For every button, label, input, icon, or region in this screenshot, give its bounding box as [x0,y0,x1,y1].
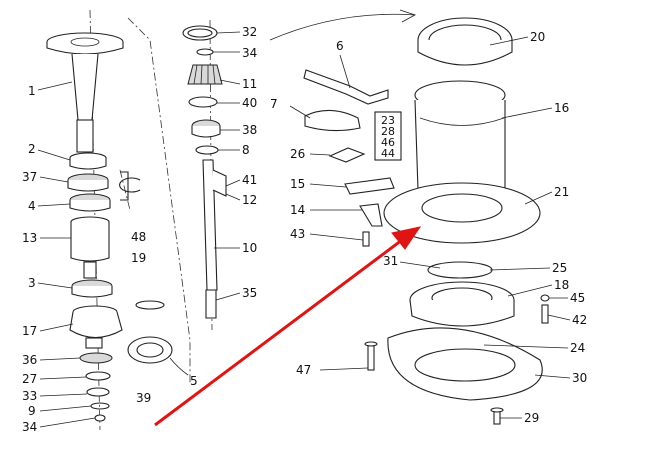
part-40-washer [188,96,218,108]
label-16: 16 [554,101,569,115]
part-38-bearing [191,119,221,138]
part-43-bolt [362,231,370,247]
part-37-bearing [67,173,109,192]
bracket-guide-2 [119,169,131,211]
part-1-cone-housing [46,32,124,153]
label-8: 8 [242,143,250,157]
leader-lines [37,31,571,428]
part-20-top-cap [417,17,513,66]
label-20: 20 [530,30,545,44]
part-9-circlip [90,402,110,410]
flow-curve-head [399,9,417,23]
part-27-ring [85,371,111,381]
part-30-base-dish [387,327,543,401]
label-35: 35 [242,286,257,300]
label-28: 28 [381,125,395,138]
label-4: 4 [28,199,36,213]
label-25: 25 [552,261,567,275]
label-42: 42 [572,313,587,327]
label-9: 9 [28,404,36,418]
part-45-nut [540,294,550,302]
label-34-left: 34 [22,420,37,434]
part-33-ring [86,387,110,397]
label-36: 36 [22,353,37,367]
label-27: 27 [22,372,37,386]
label-3: 3 [28,276,36,290]
part-8-ring [195,145,219,155]
bracket-guide-1 [127,17,191,385]
part-48-clip [119,171,141,201]
part-15-bracket [344,177,395,195]
labels: 1 2 37 4 13 3 17 36 27 33 9 34 48 19 39 … [22,25,587,434]
part-47-bolt [364,341,378,371]
part-32-ring [182,25,218,41]
part-29-bolt [490,407,504,425]
label-24: 24 [570,341,585,355]
label-33: 33 [22,389,37,403]
label-31: 31 [383,254,398,268]
part-34-nut [94,414,106,422]
label-29: 29 [524,411,539,425]
label-1: 1 [28,84,36,98]
label-2: 2 [28,142,36,156]
label-44: 44 [381,147,395,160]
part-25-ring [427,261,493,279]
label-15: 15 [290,177,305,191]
label-32: 32 [242,25,257,39]
part-4-bearing [69,193,111,212]
part-10-shaft [202,159,227,291]
part-6-bracket [303,69,389,105]
part-17-hub [69,305,123,349]
part-36-bearing [79,352,113,364]
label-23: 23 [381,114,395,127]
label-13: 13 [22,231,37,245]
label-43: 43 [290,227,305,241]
part-21-disc [383,182,541,244]
part-18-hub [409,281,515,327]
part-13-sleeve [70,216,110,279]
label-10: 10 [242,241,257,255]
label-40: 40 [242,96,257,110]
part-11-bevel-gear [187,64,223,85]
label-34-center: 34 [242,46,257,60]
red-pointer-arrow [154,226,422,427]
label-17: 17 [22,324,37,338]
label-41: 41 [242,173,257,187]
flow-curve [269,13,416,41]
label-5: 5 [190,374,198,388]
label-18: 18 [554,278,569,292]
label-39: 39 [136,391,151,405]
part-14-clip [359,203,383,227]
part-26-plate [328,147,366,163]
label-21: 21 [554,185,569,199]
part-23-28-46-44-box [374,111,402,161]
part-39-washer [127,336,173,364]
label-38: 38 [242,123,257,137]
part-19-ring [135,300,165,310]
label-14: 14 [290,203,305,217]
label-46: 46 [381,136,395,149]
label-12: 12 [242,193,257,207]
label-19: 19 [131,251,146,265]
part-42-bolt [541,304,549,324]
label-6: 6 [336,39,344,53]
part-34-ring [196,48,214,56]
label-37: 37 [22,170,37,184]
label-11: 11 [242,77,257,91]
part-7-spring-clip [304,109,361,132]
label-48: 48 [131,230,146,244]
part-2-ring [69,152,107,170]
label-47: 47 [296,363,311,377]
label-7: 7 [270,97,278,111]
part-3-bearing [71,279,113,298]
label-30: 30 [572,371,587,385]
part-16-drum [414,80,506,201]
part-35-shaft-end [205,289,217,319]
label-26: 26 [290,147,305,161]
label-45: 45 [570,291,585,305]
